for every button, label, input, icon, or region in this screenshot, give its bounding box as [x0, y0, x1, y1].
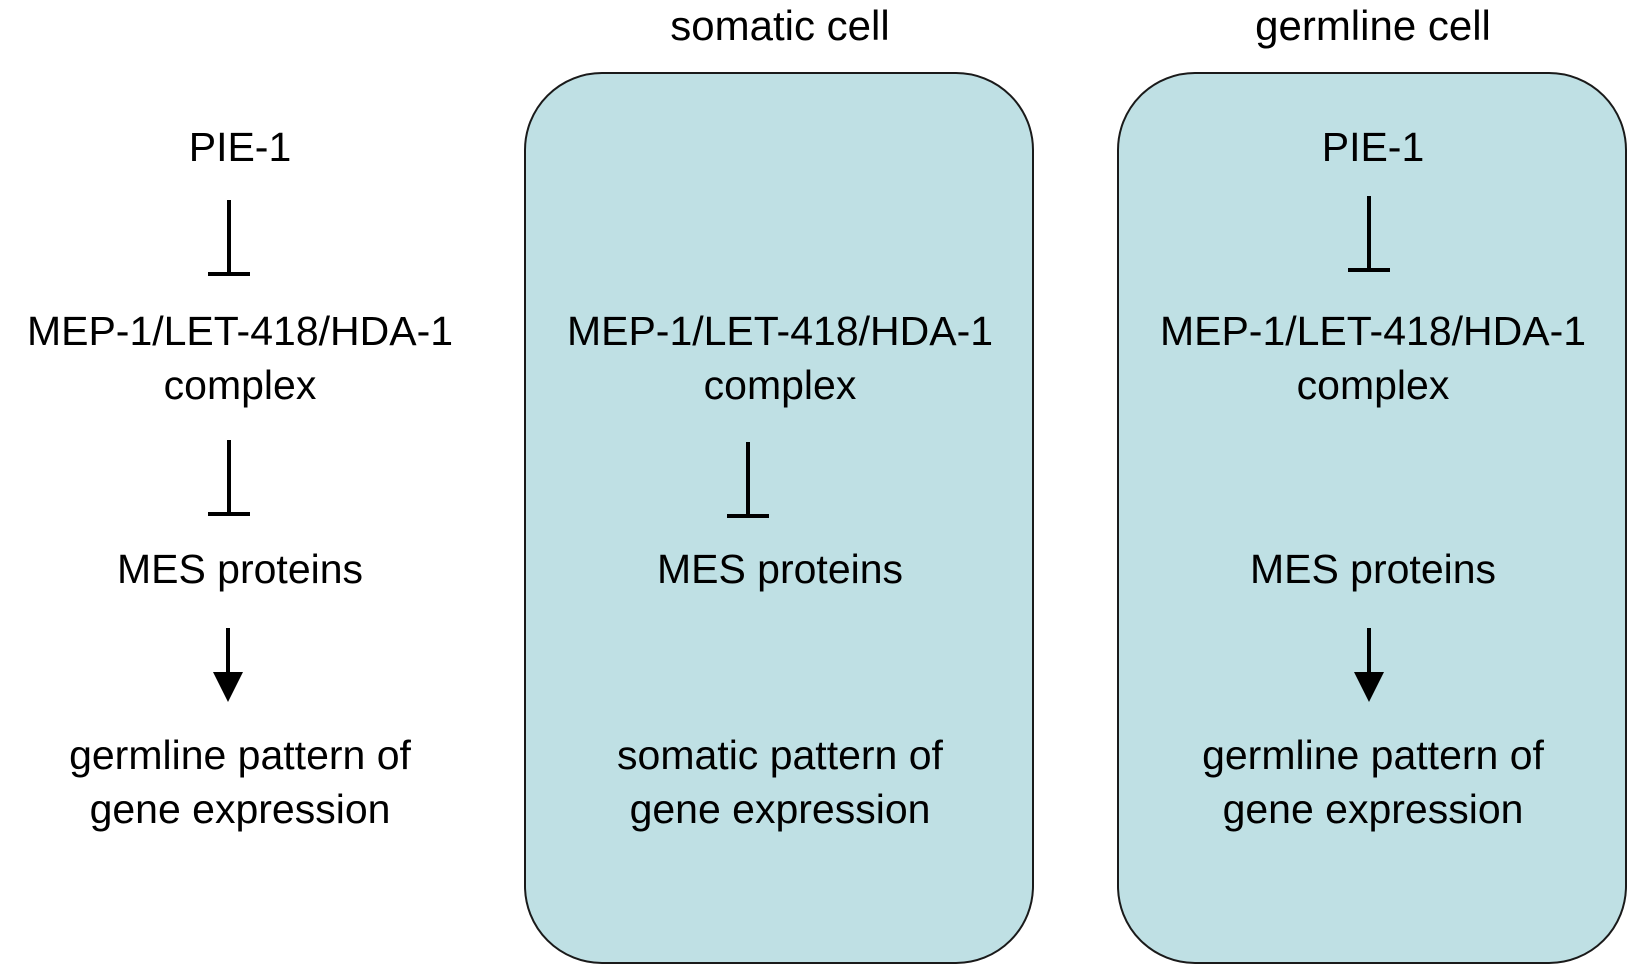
pie1-node: PIE-1 — [188, 124, 292, 170]
down-arrow-icon — [1354, 628, 1384, 704]
outcome-line-1: germline pattern of — [1202, 732, 1544, 778]
cell-box — [1117, 72, 1627, 964]
mes-proteins-node: MES proteins — [1249, 546, 1497, 592]
inhibition-icon — [1348, 196, 1390, 272]
outcome-line-2: gene expression — [1222, 786, 1524, 832]
panel-title: germline cell — [1255, 2, 1491, 49]
complex-node: MEP-1/LET-418/HDA-1 complex — [1115, 304, 1631, 412]
somatic-cell-panel: somatic cell MEP-1/LET-418/HDA-1 complex… — [522, 0, 1042, 977]
outcome-line-1: germline pattern of — [69, 732, 411, 778]
panel-title: somatic cell — [670, 2, 890, 49]
complex-label: complex — [703, 362, 857, 408]
outcome-line-2: gene expression — [629, 786, 931, 832]
pathway-panel-general: PIE-1 MEP-1/LET-418/HDA-1 complex MES pr… — [0, 0, 480, 977]
inhibition-icon — [208, 440, 250, 516]
inhibition-icon — [208, 200, 250, 276]
inhibition-icon — [727, 442, 769, 518]
pie1-node: PIE-1 — [1321, 124, 1425, 170]
outcome-node: germline pattern of gene expression — [0, 728, 480, 836]
complex-name: MEP-1/LET-418/HDA-1 — [1159, 308, 1587, 354]
mes-proteins-node: MES proteins — [656, 546, 904, 592]
mes-proteins-node: MES proteins — [116, 546, 364, 592]
complex-node: MEP-1/LET-418/HDA-1 complex — [522, 304, 1038, 412]
complex-label: complex — [1296, 362, 1450, 408]
outcome-node: germline pattern of gene expression — [1115, 728, 1631, 836]
complex-node: MEP-1/LET-418/HDA-1 complex — [0, 304, 480, 412]
outcome-line-1: somatic pattern of — [617, 732, 943, 778]
outcome-line-2: gene expression — [89, 786, 391, 832]
complex-name: MEP-1/LET-418/HDA-1 — [566, 308, 994, 354]
outcome-node: somatic pattern of gene expression — [522, 728, 1038, 836]
cell-box — [524, 72, 1034, 964]
complex-label: complex — [163, 362, 317, 408]
down-arrow-icon — [213, 628, 243, 704]
complex-name: MEP-1/LET-418/HDA-1 — [26, 308, 454, 354]
germline-cell-panel: germline cell PIE-1 MEP-1/LET-418/HDA-1 … — [1115, 0, 1635, 977]
